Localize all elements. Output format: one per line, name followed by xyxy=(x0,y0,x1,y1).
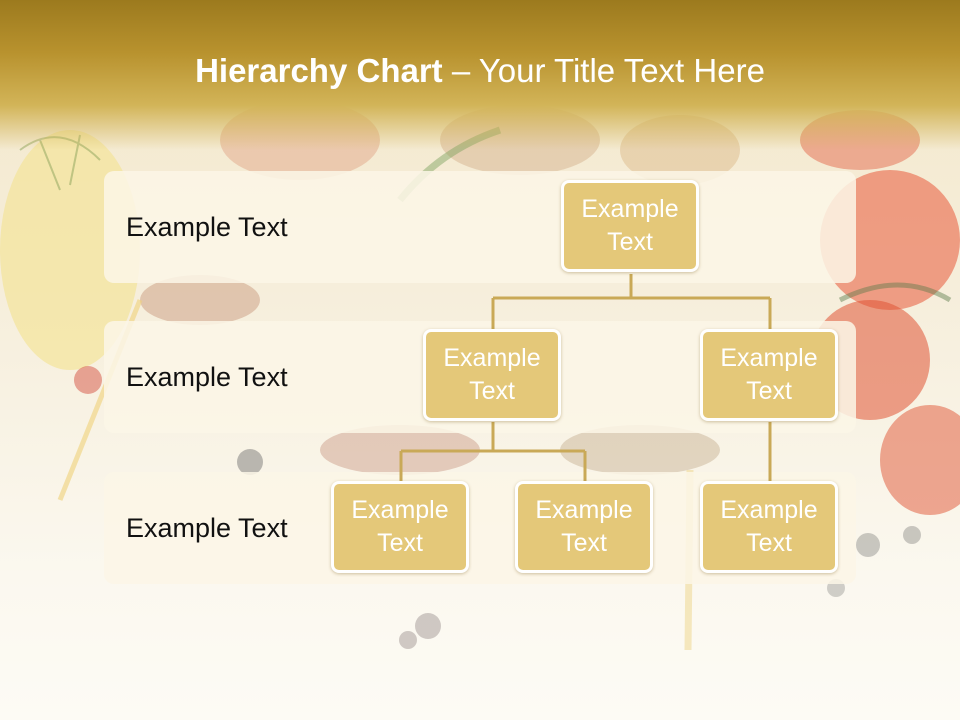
level2-left-node-text: Example Text xyxy=(443,344,541,405)
connector-left-to-level3 xyxy=(399,422,587,481)
level2-left-node: Example Text xyxy=(423,329,561,421)
level3-node-b-text: Example Text xyxy=(535,496,633,557)
level-label-2: Example Text xyxy=(126,362,288,392)
connector-root-to-level2 xyxy=(491,274,772,329)
level-label-3: Example Text xyxy=(126,513,288,543)
title-rest: Your Title Text Here xyxy=(478,52,765,89)
level-band-1: Example Text xyxy=(104,171,856,283)
slide-title: Hierarchy Chart – Your Title Text Here xyxy=(0,52,960,90)
level3-node-a: Example Text xyxy=(331,481,469,573)
level2-right-node: Example Text xyxy=(700,329,838,421)
level3-node-a-text: Example Text xyxy=(351,496,449,557)
level3-node-c-text: Example Text xyxy=(720,496,818,557)
level3-node-c: Example Text xyxy=(700,481,838,573)
root-node-text: Example Text xyxy=(581,195,679,256)
title-bold: Hierarchy Chart xyxy=(195,52,443,89)
level2-right-node-text: Example Text xyxy=(720,344,818,405)
root-node: Example Text xyxy=(561,180,699,272)
level-label-1: Example Text xyxy=(126,212,288,242)
level3-node-b: Example Text xyxy=(515,481,653,573)
title-dash: – xyxy=(442,52,479,89)
title-bar xyxy=(0,0,960,150)
